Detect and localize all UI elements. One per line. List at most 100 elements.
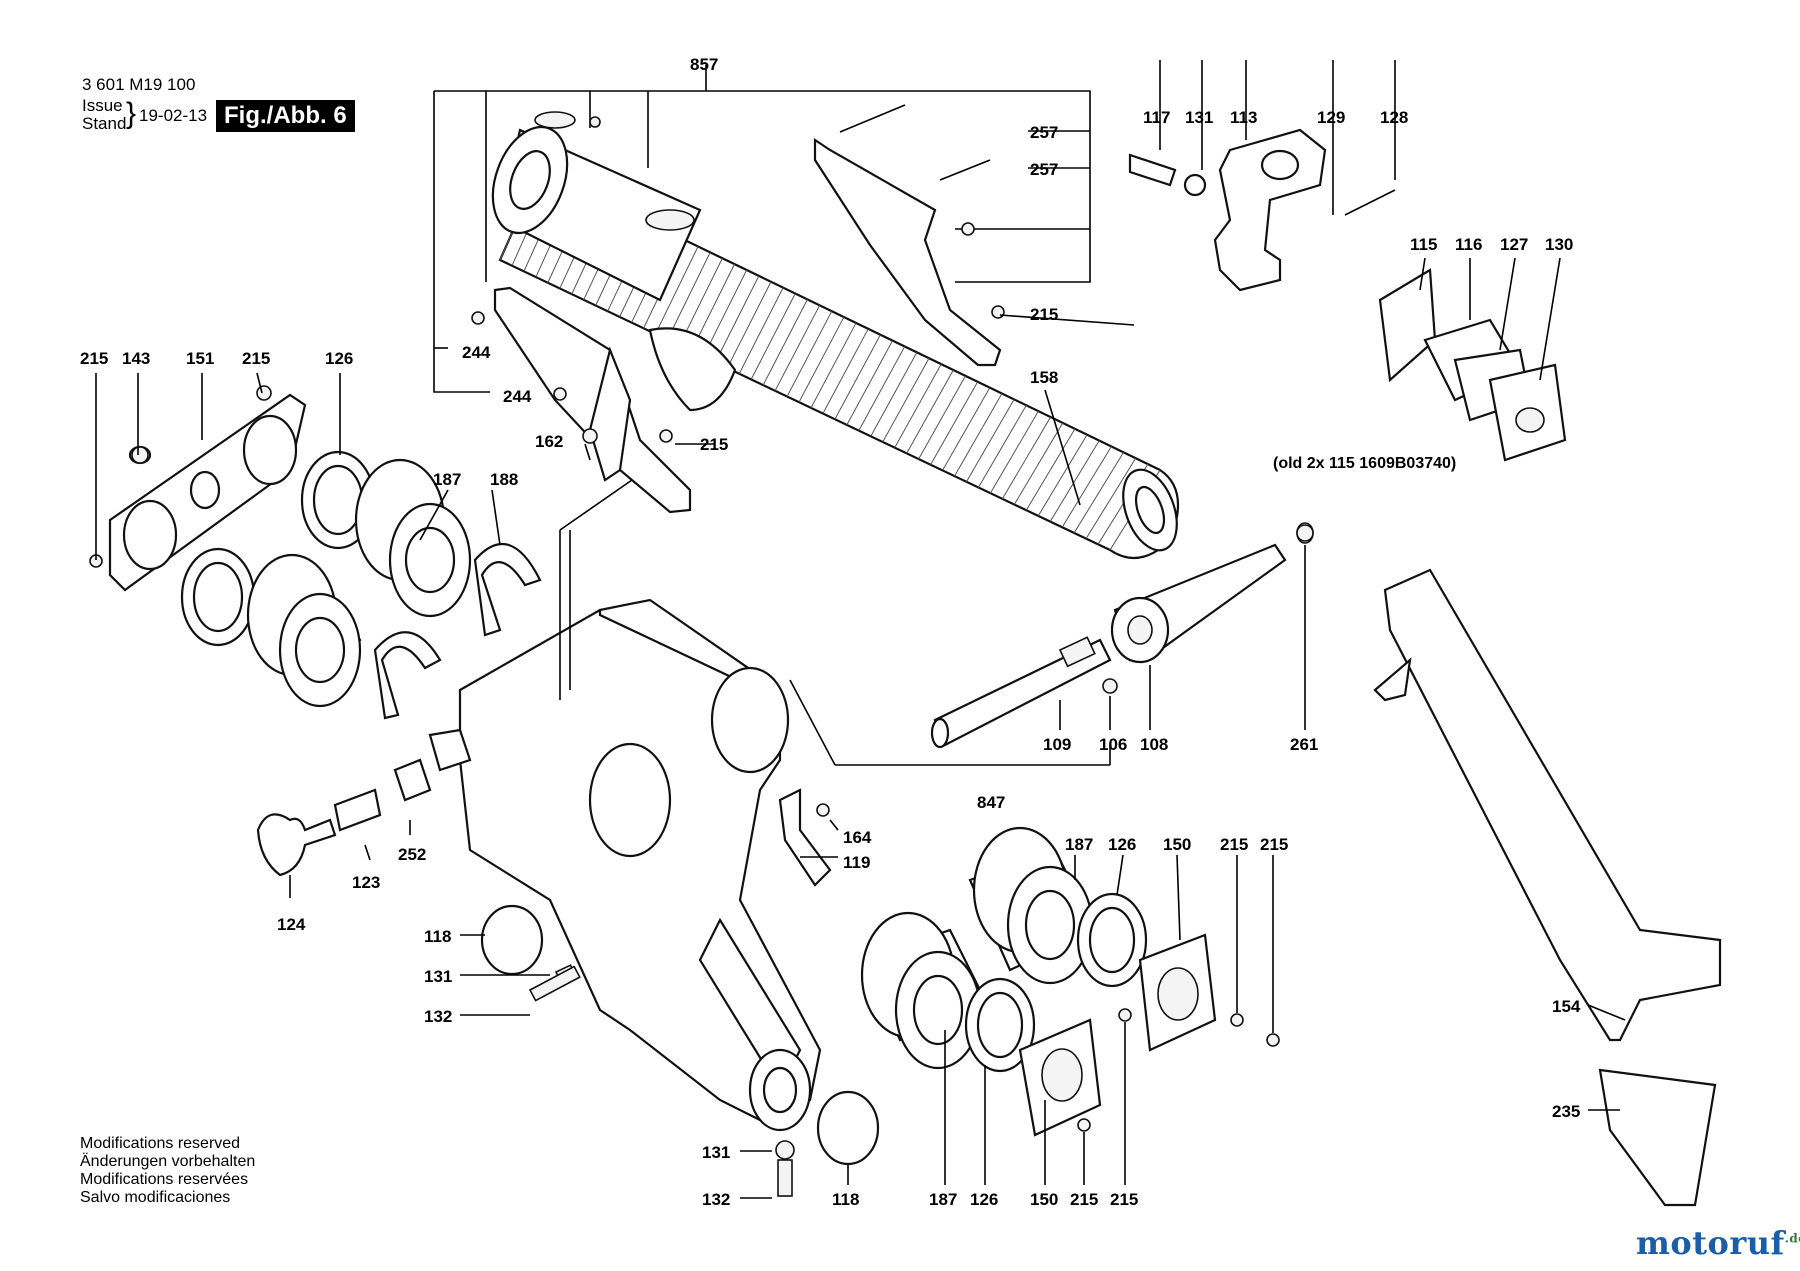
leaders [95, 60, 1626, 1199]
leader-857 [433, 65, 1091, 393]
callout-215-h: 215 [1110, 1190, 1138, 1209]
hose-rib [906, 369, 954, 454]
callout-132-a: 132 [424, 1007, 452, 1026]
callout-labels: 857 257 257 215 244 244 158 162 215 117 … [80, 55, 1581, 1209]
hose-rib [858, 346, 906, 431]
callout-150-a: 150 [1163, 835, 1191, 854]
deflector-235 [1598, 1068, 1717, 1207]
callout-106: 106 [1099, 735, 1127, 754]
callout-158: 158 [1030, 368, 1058, 387]
note-en: Modifications reserved [80, 1135, 241, 1152]
issue-date: 19-02-13 [139, 106, 208, 125]
hose-rib [1025, 428, 1076, 511]
hose-rib [786, 310, 833, 397]
callout-257-a: 257 [1030, 123, 1058, 142]
clips-188 [373, 543, 542, 720]
hose-rib [834, 334, 881, 420]
note-es: Salvo modificaciones [80, 1189, 231, 1206]
callout-118-b: 118 [832, 1190, 859, 1209]
hose-rib [977, 405, 1027, 488]
hose-rib [894, 363, 942, 448]
callout-164: 164 [843, 828, 872, 847]
filter-set [1378, 268, 1567, 462]
callout-126-b: 126 [1108, 835, 1136, 854]
callout-127: 127 [1500, 235, 1528, 254]
figure-label: Fig./Abb. 6 [216, 100, 355, 132]
callout-129: 129 [1317, 108, 1345, 127]
bearings-left [246, 458, 472, 708]
callout-215-g: 215 [1070, 1190, 1098, 1209]
hose-rib [702, 269, 748, 357]
hose-rib [1001, 416, 1052, 500]
callout-131-a: 131 [1185, 108, 1213, 127]
note-fr: Modifications reservées [80, 1171, 249, 1188]
callout-235: 235 [1552, 1102, 1580, 1121]
callout-116: 116 [1455, 235, 1482, 254]
hose-rib [750, 293, 796, 380]
part-number: 3 601 M19 100 [82, 75, 196, 94]
callout-215-d: 215 [242, 349, 270, 368]
issue-label: Issue [82, 96, 123, 115]
replacement-note: (old 2x 115 1609B03740) [1273, 455, 1456, 472]
hose-rib [942, 387, 991, 471]
callout-118-a: 118 [424, 927, 451, 946]
callout-108: 108 [1140, 735, 1168, 754]
small-parts [256, 758, 880, 1166]
callout-151: 151 [186, 349, 214, 368]
callout-123: 123 [352, 873, 380, 892]
tube-154 [1373, 568, 1722, 1042]
hose-rib [918, 375, 966, 460]
hose-rib [667, 252, 711, 340]
hose-rib [882, 357, 930, 443]
hose-rib [1037, 434, 1088, 517]
lever-113 [1128, 128, 1396, 292]
callout-162: 162 [535, 432, 563, 451]
callout-244-a: 244 [462, 343, 491, 362]
hose-rib [822, 328, 869, 414]
watermark-logo: motoruf.de [1636, 1224, 1800, 1262]
callout-187-c: 187 [929, 1190, 957, 1209]
callout-188: 188 [490, 470, 518, 489]
callout-857: 857 [690, 55, 718, 74]
callout-252: 252 [398, 845, 426, 864]
hose-rib [1085, 457, 1137, 539]
hose-rib [1013, 422, 1064, 505]
hose-rib [726, 281, 772, 369]
handle-108 [1110, 522, 1314, 664]
hose-rib [738, 287, 784, 374]
hose-rib [966, 399, 1015, 483]
note-de: Änderungen vorbehalten [80, 1153, 256, 1170]
callout-126-a: 126 [325, 349, 353, 368]
callout-132-b: 132 [702, 1190, 730, 1209]
bracket-right [813, 104, 1002, 367]
hose-rib [762, 299, 808, 386]
callout-115: 115 [1410, 235, 1437, 254]
hose-rib [1061, 446, 1112, 528]
dust-tube [491, 111, 737, 412]
hose-rib [954, 393, 1003, 477]
callout-257-b: 257 [1030, 160, 1058, 179]
hose-rib [774, 305, 821, 392]
watermark-suffix: .de [1784, 1231, 1800, 1246]
callout-124: 124 [277, 915, 306, 934]
callout-215-e: 215 [1220, 835, 1248, 854]
shaft-109 [930, 636, 1112, 749]
hose-rib [714, 275, 760, 363]
bearings-right [860, 826, 1217, 1137]
stand-label: Stand [82, 114, 127, 133]
callout-113: 113 [1230, 108, 1257, 127]
hose-rib [846, 340, 893, 426]
callout-847: 847 [977, 793, 1005, 812]
hose-rib [1049, 440, 1100, 522]
callout-109: 109 [1043, 735, 1071, 754]
main-housing [428, 530, 822, 1132]
hose-rib [655, 246, 699, 335]
callout-244-b: 244 [503, 387, 532, 406]
hose-rib [989, 410, 1039, 494]
callout-154: 154 [1552, 997, 1581, 1016]
callout-143: 143 [122, 349, 150, 368]
callout-215-a: 215 [1030, 305, 1058, 324]
callout-187-b: 187 [1065, 835, 1093, 854]
callout-117: 117 [1143, 108, 1170, 127]
